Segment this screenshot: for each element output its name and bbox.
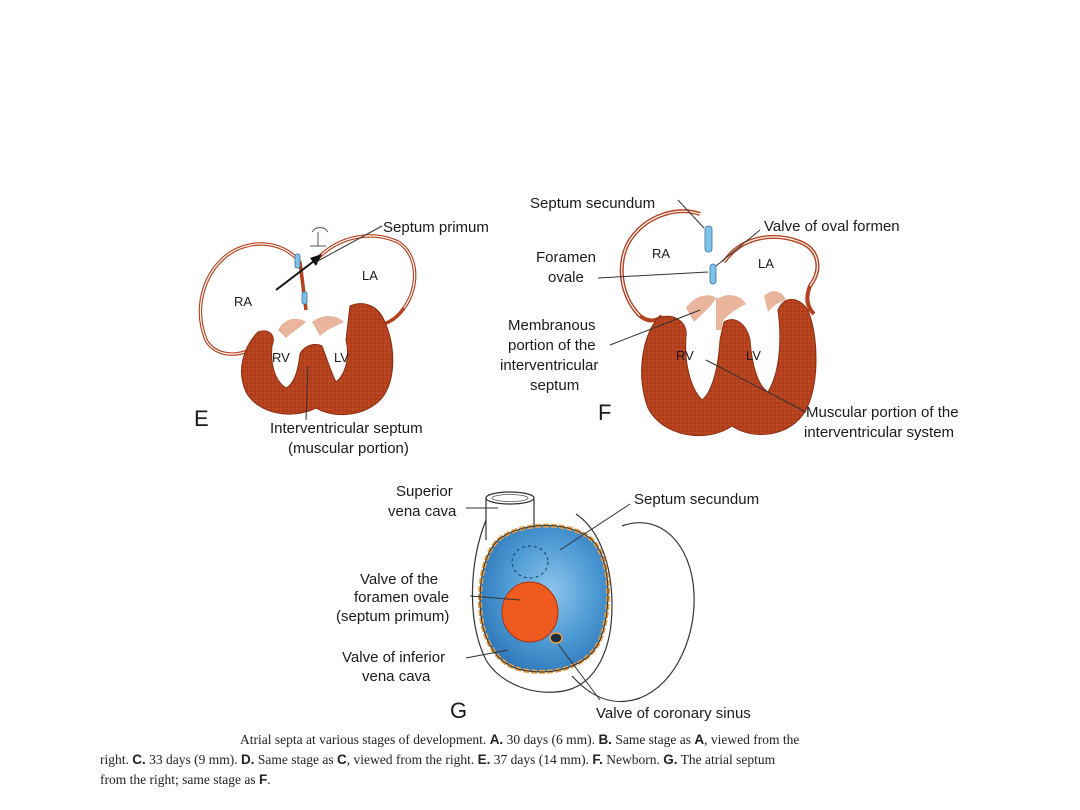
panel-e-label-ivs-line2: (muscular portion) — [288, 440, 409, 457]
caption-text: Same stage as — [611, 732, 695, 747]
caption-bold: D. — [241, 752, 255, 767]
caption-text: right. — [100, 752, 133, 767]
panel-g-right-atrium-outline — [471, 513, 613, 693]
panel-e-septum-primum-lower — [301, 291, 308, 305]
panel-e-septum-primum-upper — [294, 253, 301, 269]
caption-text: 37 days (14 mm). — [490, 752, 593, 767]
panel-g-label-ivc-line1: Valve of inferior — [342, 649, 445, 666]
caption-text: Atrial septa at various stages of develo… — [240, 732, 490, 747]
caption-text: 30 days (6 mm). — [503, 732, 599, 747]
panel-f-label-membranous-line2: portion of the — [508, 337, 596, 354]
caption-bold: C. — [132, 752, 146, 767]
caption-text: from the right; same stage as — [100, 772, 259, 787]
panel-g-svc-opening — [485, 491, 535, 505]
panel-g-label-coronary: Valve of coronary sinus — [596, 705, 751, 722]
panel-f-label-la: LA — [758, 256, 774, 271]
caption-bold: E. — [477, 752, 491, 767]
panel-g-label-valve-fo-line2: foramen ovale — [354, 589, 449, 606]
panel-g-left-atrium-outline — [571, 522, 695, 703]
panel-e: RA LA RV LV Septum primum Interventricul… — [194, 219, 489, 457]
panel-f-septum-secundum — [704, 225, 713, 253]
caption-bold: F. — [592, 752, 603, 767]
caption-bold: G. — [663, 752, 678, 767]
panel-f-label-septum-secundum: Septum secundum — [530, 195, 655, 212]
panel-e-letter: E — [194, 406, 209, 431]
caption-text: 33 days (9 mm). — [145, 752, 241, 767]
panel-e-label-ra: RA — [234, 294, 252, 309]
panel-e-septum-tip — [310, 227, 329, 247]
panel-g-foramen-dashed — [511, 545, 549, 579]
caption-text: , viewed from the — [704, 732, 800, 747]
panel-g-coronary-sinus — [549, 632, 563, 644]
panel-f-label-ra: RA — [652, 246, 670, 261]
panel-f-membranous-septum — [716, 298, 724, 330]
panel-g-letter: G — [450, 698, 467, 723]
panel-g-label-svc-line2: vena cava — [388, 503, 457, 520]
panel-e-label-ivs-line1: Interventricular septum — [270, 420, 423, 437]
panel-f-label-valve-oval: Valve of oval formen — [764, 218, 900, 235]
panel-f-label-rv: RV — [676, 348, 694, 363]
caption-text: Newborn. — [602, 752, 664, 767]
caption-text: Same stage as — [254, 752, 337, 767]
panel-g: Superior vena cava Septum secundum Valve… — [336, 483, 759, 723]
caption-text: , viewed from the right. — [346, 752, 478, 767]
caption-text: . — [267, 772, 271, 787]
panel-f-valve-oval — [709, 263, 717, 285]
caption-bold: B. — [598, 732, 612, 747]
panel-f-ventricles — [641, 299, 817, 437]
panel-f-ra-wall — [619, 209, 701, 323]
panel-g-septum-primum — [501, 581, 559, 643]
panel-g-label-ivc-line2: vena cava — [362, 668, 431, 685]
panel-g-label-valve-fo-line1: Valve of the — [360, 571, 438, 588]
caption-bold: C — [336, 752, 347, 767]
panel-f-label-membranous-line3: interventricular — [500, 357, 598, 374]
caption-bold: A — [694, 732, 705, 747]
panel-e-label-septum-primum: Septum primum — [383, 219, 489, 236]
panel-f-label-muscular-line2: interventricular system — [804, 424, 954, 441]
panel-f: RA LA RV LV Septum secundum Valve of ova… — [500, 195, 959, 441]
panel-f-cushion-left — [686, 295, 716, 322]
panel-f-label-muscular-line1: Muscular portion of the — [806, 404, 959, 421]
panel-g-label-svc-line1: Superior — [396, 483, 453, 500]
panel-g-label-septum-secundum: Septum secundum — [634, 491, 759, 508]
panel-f-label-foramen-line2: ovale — [548, 269, 584, 286]
panel-f-label-membranous-line4: septum — [530, 377, 579, 394]
panel-e-cushion-right — [312, 316, 344, 336]
panel-f-label-foramen-line1: Foramen — [536, 249, 596, 266]
figure-caption: Atrial septa at various stages of develo… — [100, 730, 1000, 790]
panel-e-label-la: LA — [362, 268, 378, 283]
panel-e-label-lv: LV — [334, 350, 349, 365]
panel-e-ventricles — [241, 303, 394, 416]
panel-e-cushion-left — [278, 318, 306, 338]
caption-bold: F — [258, 772, 268, 787]
caption-text: The atrial septum — [677, 752, 776, 767]
panel-e-label-rv: RV — [272, 350, 290, 365]
panel-g-label-valve-fo-line3: (septum primum) — [336, 608, 449, 625]
panel-f-label-membranous-line1: Membranous — [508, 317, 596, 334]
panel-f-letter: F — [598, 400, 611, 425]
caption-bold: A. — [489, 732, 504, 747]
panel-f-label-lv: LV — [746, 348, 761, 363]
